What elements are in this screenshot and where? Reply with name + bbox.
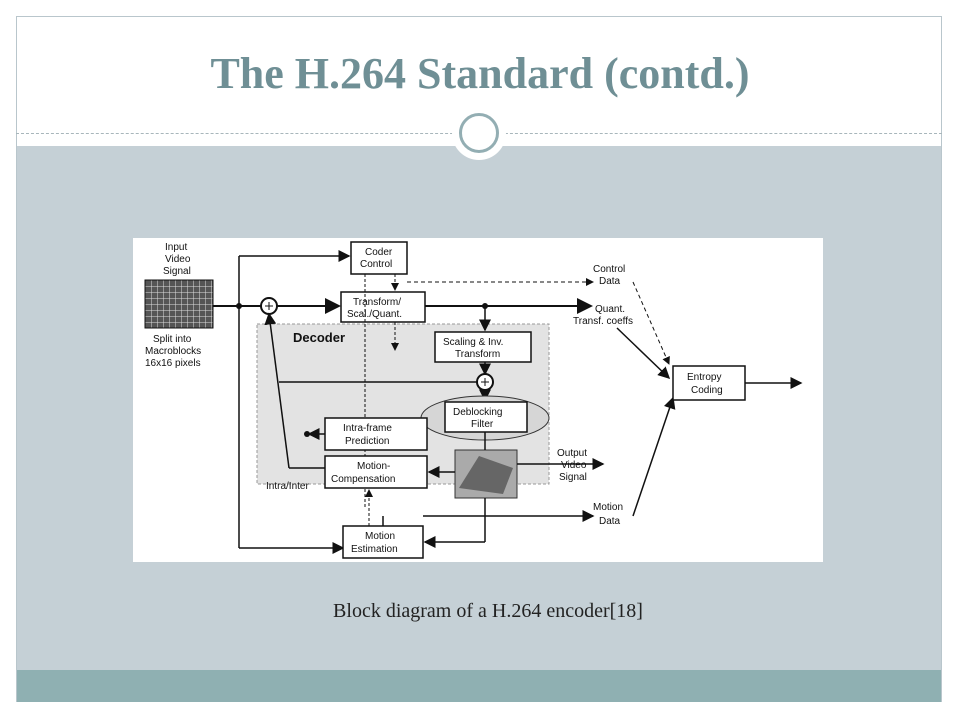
split-label-2: Macroblocks: [145, 346, 201, 357]
input-label-2: Video: [165, 254, 191, 265]
motion-comp-label-2: Compensation: [331, 474, 395, 485]
intra-pred-label-2: Prediction: [345, 436, 389, 447]
motion-est-label-2: Estimation: [351, 544, 398, 555]
deblocking-label-1: Deblocking: [453, 407, 502, 418]
macroblock-image: [144, 279, 214, 329]
diagram-caption: Block diagram of a H.264 encoder[18]: [333, 600, 643, 622]
motion-est-block: [342, 525, 424, 559]
input-video-label: Input Video Signal: [163, 242, 191, 277]
quant-coefs-label-1: Quant.: [595, 304, 625, 315]
motion-data-label-1: Motion: [593, 502, 623, 513]
entropy-label-1: Entropy: [687, 372, 721, 383]
intra-pred-label-1: Intra-frame: [343, 423, 392, 434]
motion-est-label-1: Motion: [365, 531, 395, 542]
split-label-3: 16x16 pixels: [145, 358, 201, 369]
transform-block: [340, 291, 426, 323]
split-label: Split into Macroblocks 16x16 pixels: [145, 334, 201, 369]
slide-title: The H.264 Standard (contd.): [210, 49, 750, 98]
motion-data-label-2: Data: [599, 516, 621, 527]
output-video-label-1: Output: [557, 448, 587, 459]
decoder-label: Decoder: [293, 330, 345, 345]
transform-label-1: Transform/: [353, 297, 401, 308]
entropy-label-2: Coding: [691, 385, 723, 396]
coder-control-block: [350, 241, 408, 275]
scaling-inv-label-2: Transform: [455, 349, 500, 360]
footer-bar: [17, 670, 941, 702]
intra-inter-label: Intra/Inter: [266, 481, 309, 492]
split-label-1: Split into: [153, 334, 192, 345]
input-label-1: Input: [165, 242, 187, 253]
encoder-block-diagram: Decoder Intra/Inter Input Video Signal S…: [133, 238, 823, 562]
quant-coefs-label-2: Transf. coeffs: [573, 316, 633, 327]
output-video-label-2: Video: [561, 460, 587, 471]
motion-comp-label-1: Motion-: [357, 461, 390, 472]
diagram-svg: Decoder Intra/Inter Input Video Signal S…: [144, 241, 803, 559]
motion-comp-block: [324, 455, 428, 489]
input-label-3: Signal: [163, 266, 191, 277]
divider-ornament-ring: [459, 113, 499, 153]
control-data-label-1: Control: [593, 264, 625, 275]
scaling-inv-block: [434, 331, 532, 363]
deblocking-block: [444, 401, 528, 433]
output-video-label-3: Signal: [559, 472, 587, 483]
coder-control-label-1: Coder: [365, 247, 393, 258]
scaling-inv-label-1: Scaling & Inv.: [443, 337, 503, 348]
transform-label-2: Scal./Quant.: [347, 309, 402, 320]
deblocking-label-2: Filter: [471, 419, 494, 430]
coder-control-label-2: Control: [360, 259, 392, 270]
control-data-label-2: Data: [599, 276, 621, 287]
